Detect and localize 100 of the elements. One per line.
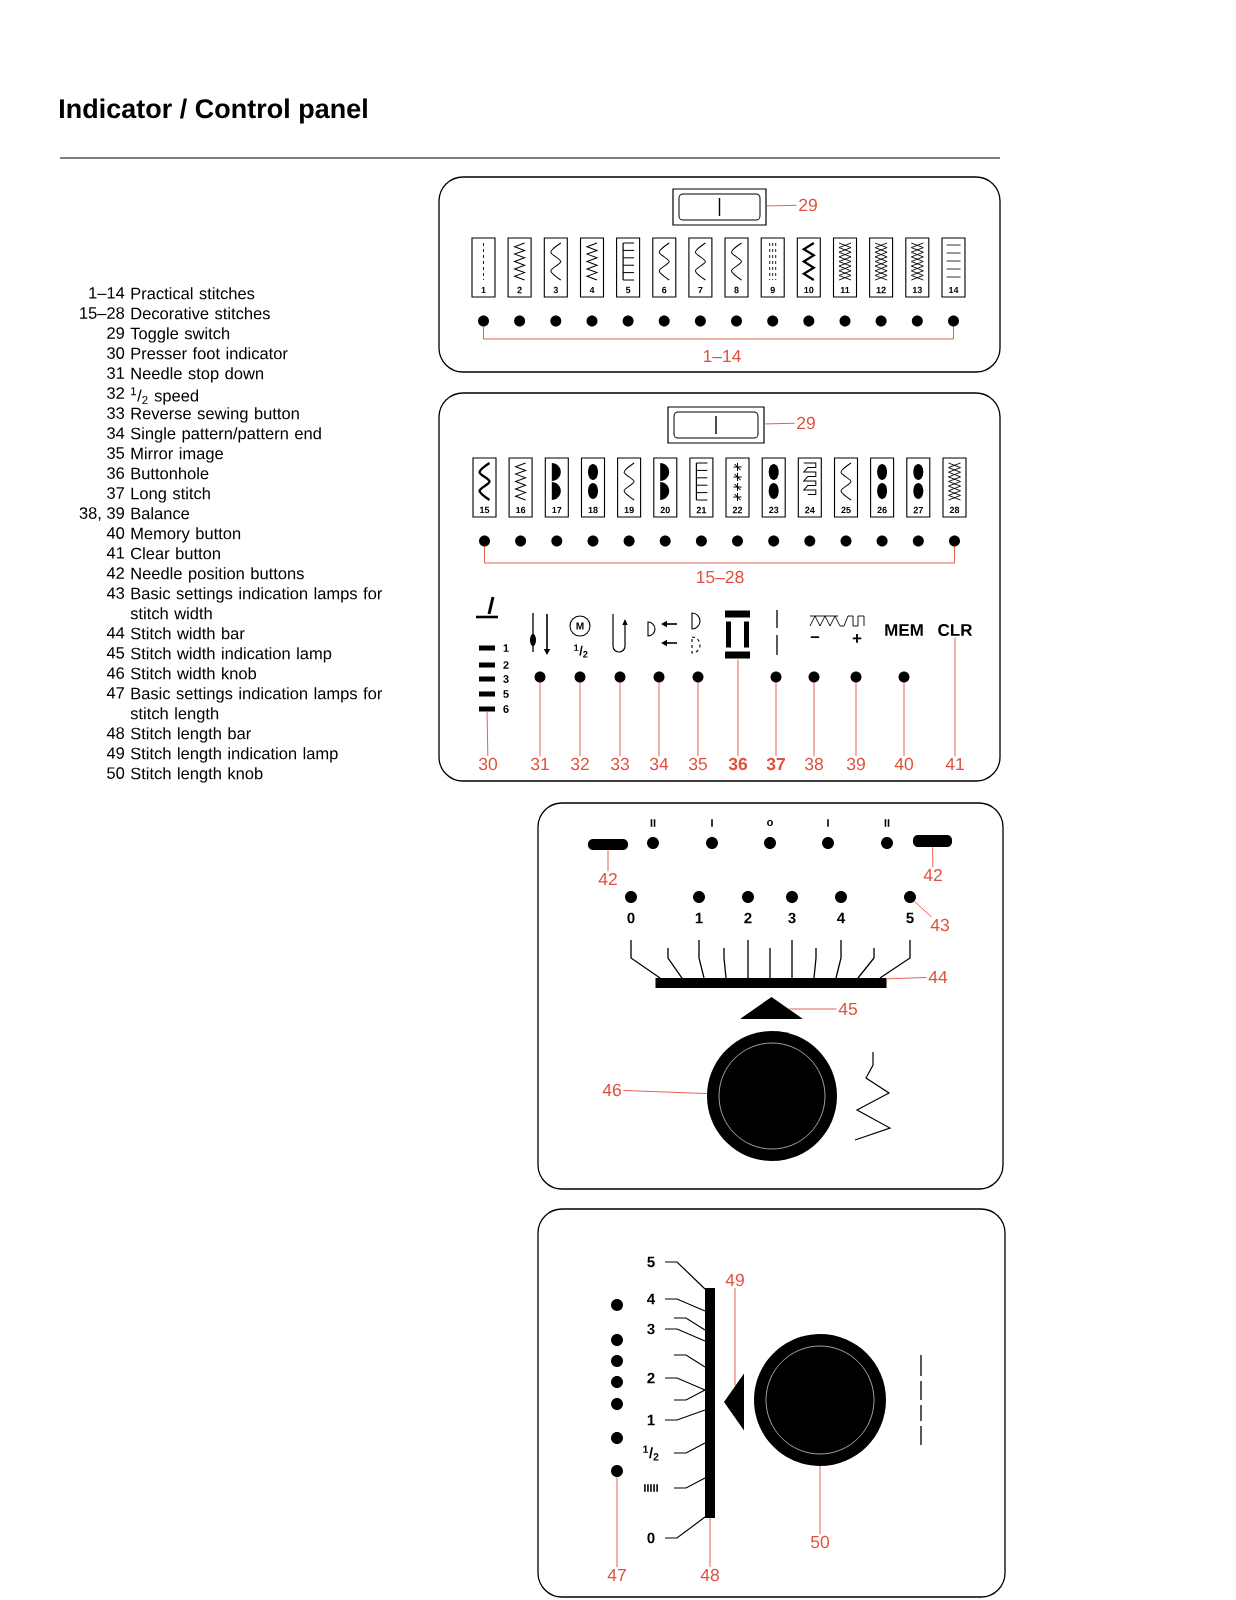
- leader-line: [619, 682, 621, 757]
- leader-line: [914, 900, 932, 918]
- knob: [754, 1334, 886, 1466]
- callout-number: 39: [846, 757, 865, 771]
- control-panel: [438, 392, 1001, 782]
- scale-number: 2: [744, 912, 752, 924]
- bracket-label: 1–14: [703, 350, 741, 363]
- callout-number: 37: [766, 757, 785, 771]
- callout-number: 33: [610, 757, 629, 771]
- indicator-lamp: [692, 671, 704, 683]
- key-description: $^{1}$/$_{2}$ speed: [131, 387, 198, 405]
- plus-sign: +: [852, 634, 862, 643]
- key-number: 1–14: [89, 287, 125, 299]
- leader-line: [697, 682, 699, 757]
- indicator-lamp: [770, 671, 782, 683]
- leader-line: [954, 637, 956, 757]
- callout-number: 36: [728, 757, 748, 771]
- callout-number: 30: [478, 757, 498, 771]
- callout-number: 50: [811, 1535, 830, 1549]
- toggle-switch: [672, 188, 767, 226]
- key-number: 37: [107, 487, 124, 499]
- key-description: Balance: [131, 507, 190, 520]
- scale-number: 4: [837, 912, 846, 924]
- scale-number: IIIII: [644, 1484, 658, 1492]
- key-number: 33: [107, 407, 125, 419]
- needle-position-button: [588, 839, 628, 850]
- callout-number: 47: [607, 1569, 626, 1582]
- key-description: Clear button: [131, 547, 220, 560]
- leader-line: [932, 846, 934, 868]
- knob: [707, 1031, 837, 1161]
- callout-number: 49: [725, 1273, 744, 1287]
- key-number: 45: [106, 647, 125, 659]
- key-description: Buttonhole: [131, 467, 209, 480]
- key-number: 50: [107, 767, 125, 779]
- callout-number: 42: [923, 868, 942, 882]
- key-description: Single pattern/pattern end: [130, 427, 321, 443]
- scale-number: 5: [647, 1256, 655, 1268]
- triangle-lamp: [724, 1373, 744, 1431]
- scale-number: 5: [906, 912, 914, 924]
- key-description: Stitch width indication lamp: [130, 647, 332, 663]
- position-mark: II: [650, 819, 656, 827]
- needle-position-button: [913, 835, 952, 847]
- callout-number: 34: [649, 757, 669, 771]
- callout-number: 38: [804, 757, 823, 771]
- key-number: 15–28: [80, 307, 125, 319]
- key-description: Toggle switch: [130, 327, 230, 343]
- control-panel: [537, 802, 1004, 1190]
- level-bar: [479, 706, 495, 712]
- key-description: Basic settings indication lamps for stitch width: [130, 587, 383, 620]
- scale-number: 2: [647, 1372, 655, 1384]
- callout-number: 48: [700, 1568, 719, 1582]
- indicator-lamp: [653, 671, 665, 683]
- callout-number: 31: [530, 757, 549, 771]
- leader-line: [737, 659, 739, 757]
- button-label: MEM: [885, 624, 923, 636]
- indicator-lamp: [850, 671, 862, 683]
- leader-line: [855, 682, 857, 757]
- control-panel: [537, 1208, 1006, 1598]
- position-mark: II: [884, 819, 890, 827]
- key-number: 32: [107, 387, 124, 399]
- toggle-switch: [667, 406, 765, 444]
- callout-number: 32: [570, 757, 589, 771]
- position-mark: o: [767, 820, 773, 827]
- key-number: 38, 39: [79, 507, 124, 521]
- key-number: 48: [106, 727, 125, 739]
- leader-line: [764, 422, 796, 425]
- key-number: 30: [107, 347, 125, 359]
- key-description: Needle stop down: [131, 367, 263, 383]
- scale-number: 4: [647, 1293, 656, 1305]
- scale-number: 0: [647, 1532, 655, 1544]
- indicator-lamp: [611, 1465, 623, 1477]
- scale-number: 5: [503, 690, 509, 698]
- scale-number: $^{1}$/$_{2}$: [643, 1445, 659, 1461]
- scale-number: 1: [695, 912, 703, 924]
- leader-line: [813, 682, 815, 757]
- leader-line: [579, 682, 581, 757]
- key-number: 49: [106, 747, 124, 759]
- key-description: Stitch width knob: [130, 667, 257, 680]
- leader-line: [775, 682, 777, 757]
- callout-number: 40: [894, 757, 914, 771]
- key-description: Basic settings indication lamps for stitch length: [130, 687, 383, 723]
- leader-line: [766, 204, 798, 207]
- scale-number: 1: [503, 644, 509, 652]
- buttonhole-icon: [725, 610, 750, 659]
- heading: Indicator / Control panel: [60, 98, 367, 124]
- key-description: Practical stitches: [131, 287, 255, 300]
- callout-number: 29: [797, 416, 815, 430]
- indicator-lamp: [898, 671, 910, 683]
- leader-line: [709, 1517, 711, 1568]
- key-description: Long stitch: [131, 487, 210, 503]
- key-description: Stitch length knob: [130, 767, 263, 783]
- key-number: 46: [106, 667, 125, 679]
- indicator-lamp: [614, 671, 626, 683]
- triangle-lamp: [740, 996, 803, 1019]
- callout-number: 44: [928, 971, 948, 984]
- scale-number: 1: [647, 1414, 655, 1426]
- indicator-lamp: [574, 671, 586, 683]
- key-number: 29: [107, 327, 124, 339]
- key-description: Stitch width bar: [130, 627, 245, 640]
- stitch-width-bar: [655, 978, 887, 988]
